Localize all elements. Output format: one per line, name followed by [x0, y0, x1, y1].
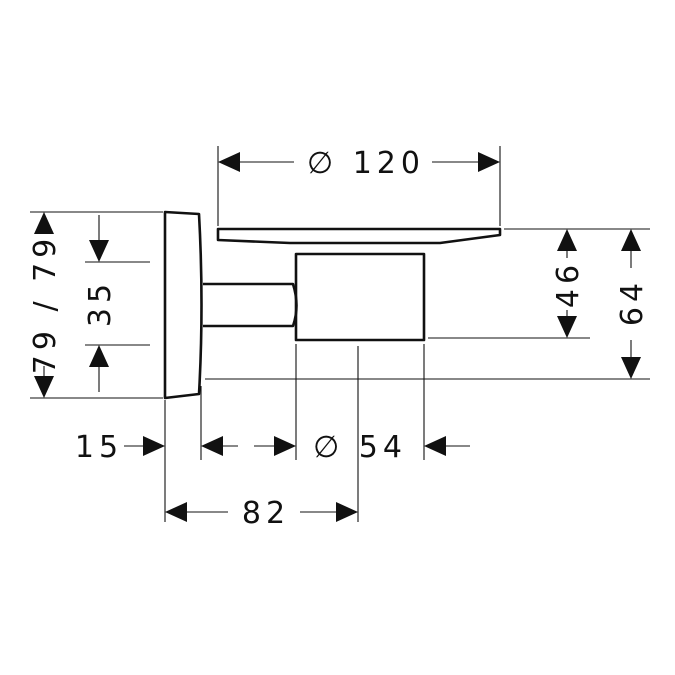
extension-lines [30, 146, 650, 522]
dim-plate-diameter: ∅ 120 [218, 146, 500, 181]
projection-label: 82 [242, 496, 290, 531]
support-arm [203, 282, 298, 328]
dim-wall-gap: 15 [75, 430, 238, 465]
soap-dish-outline [163, 210, 502, 400]
wall-gap-label: 15 [75, 430, 123, 465]
rosette-height-label: 79 / 79 [28, 234, 63, 375]
wall-rosette [163, 210, 203, 400]
dim-projection: 82 [165, 496, 358, 531]
dim-total-height: 64 [615, 229, 650, 379]
total-height-label: 64 [615, 278, 650, 326]
dish-plate [216, 227, 502, 245]
dim-cup-diameter: ∅ 54 [254, 430, 470, 465]
cup-diameter-label: ∅ 54 [313, 430, 407, 465]
mount-height-label: 35 [83, 279, 118, 327]
plate-diameter-label: ∅ 120 [307, 146, 425, 181]
cup-holder [294, 252, 426, 342]
dim-mount-height: 35 [83, 215, 118, 392]
cup-height-label: 46 [551, 260, 586, 308]
dim-cup-height: 46 [551, 229, 586, 338]
dim-rosette-height: 79 / 79 [28, 212, 63, 398]
